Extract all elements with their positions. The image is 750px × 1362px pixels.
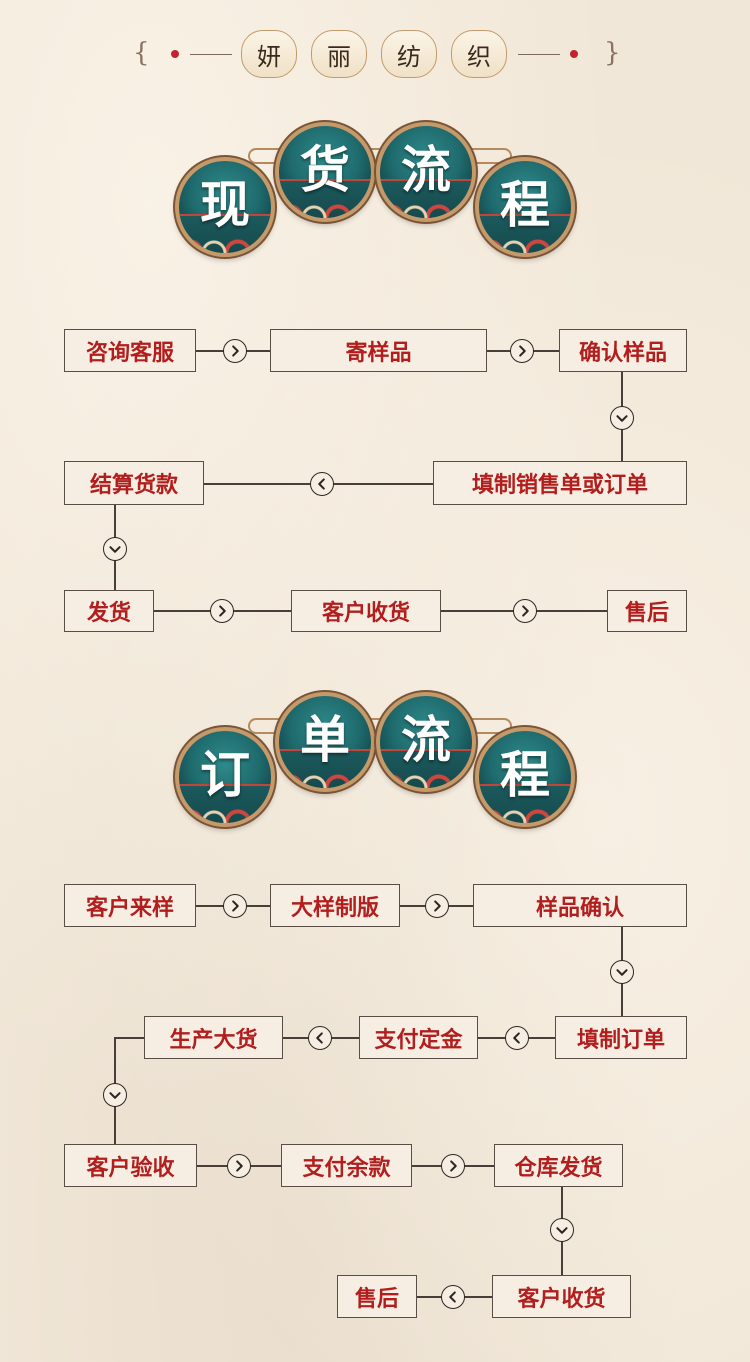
- step-warehouse-ship: 仓库发货: [494, 1144, 623, 1187]
- step-confirm-sample: 确认样品: [559, 329, 687, 372]
- arrow-right-icon: [441, 1154, 465, 1178]
- step-customer-sample: 客户来样: [64, 884, 196, 927]
- title-badge: 程: [475, 157, 575, 257]
- arrow-right-icon: [210, 599, 234, 623]
- arrow-down-icon: [103, 537, 127, 561]
- right-brace: }: [604, 38, 621, 68]
- arrow-left-icon: [505, 1026, 529, 1050]
- title-char: 订: [200, 745, 250, 804]
- arrow-down-icon: [610, 406, 634, 430]
- arrow-left-icon: [441, 1285, 465, 1309]
- left-brace: {: [133, 38, 150, 68]
- arrow-right-icon: [223, 339, 247, 363]
- title-badge: 现: [175, 157, 275, 257]
- arrow-right-icon: [425, 894, 449, 918]
- arrow-left-icon: [310, 472, 334, 496]
- arrow-right-icon: [223, 894, 247, 918]
- decor-dot-right: [570, 50, 578, 58]
- step-send-sample: 寄样品: [270, 329, 487, 372]
- brand-char-4: 织: [451, 30, 507, 78]
- step-consult: 咨询客服: [64, 329, 196, 372]
- step-fill-order: 填制订单: [555, 1016, 687, 1059]
- step-big-sample: 大样制版: [270, 884, 400, 927]
- step-ship: 发货: [64, 590, 154, 632]
- title-char: 流: [401, 710, 451, 769]
- arrow-down-icon: [103, 1083, 127, 1107]
- step-settle: 结算货款: [64, 461, 204, 505]
- title-char: 流: [401, 140, 451, 199]
- title-char: 程: [500, 175, 550, 234]
- flow-line: [114, 1037, 144, 1039]
- step-deposit: 支付定金: [359, 1016, 478, 1059]
- step-balance: 支付余款: [281, 1144, 412, 1187]
- arrow-right-icon: [227, 1154, 251, 1178]
- step-mass-production: 生产大货: [144, 1016, 283, 1059]
- title-badge: 订: [175, 727, 275, 827]
- step-inspection: 客户验收: [64, 1144, 197, 1187]
- title-char: 单: [300, 710, 350, 769]
- title-badge: 单: [275, 692, 375, 792]
- decor-line-left: [190, 54, 232, 55]
- title-badge: 货: [275, 122, 375, 222]
- arrow-down-icon: [550, 1218, 574, 1242]
- arrow-right-icon: [513, 599, 537, 623]
- title-badge: 流: [376, 122, 476, 222]
- step-fill-order: 填制销售单或订单: [433, 461, 687, 505]
- step-after-sale: 售后: [607, 590, 687, 632]
- brand-char-1: 妍: [241, 30, 297, 78]
- decor-dot-left: [171, 50, 179, 58]
- arrow-right-icon: [510, 339, 534, 363]
- step-after-sale: 售后: [337, 1275, 417, 1318]
- brand-char-2: 丽: [311, 30, 367, 78]
- step-sample-confirm: 样品确认: [473, 884, 687, 927]
- title-char: 现: [200, 175, 250, 234]
- title-char: 程: [500, 745, 550, 804]
- title-badge: 流: [376, 692, 476, 792]
- decor-line-right: [518, 54, 560, 55]
- title-char: 货: [300, 140, 350, 199]
- arrow-left-icon: [308, 1026, 332, 1050]
- arrow-down-icon: [610, 960, 634, 984]
- step-receive: 客户收货: [492, 1275, 631, 1318]
- brand-char-3: 纺: [381, 30, 437, 78]
- step-receive: 客户收货: [291, 590, 441, 632]
- title-badge: 程: [475, 727, 575, 827]
